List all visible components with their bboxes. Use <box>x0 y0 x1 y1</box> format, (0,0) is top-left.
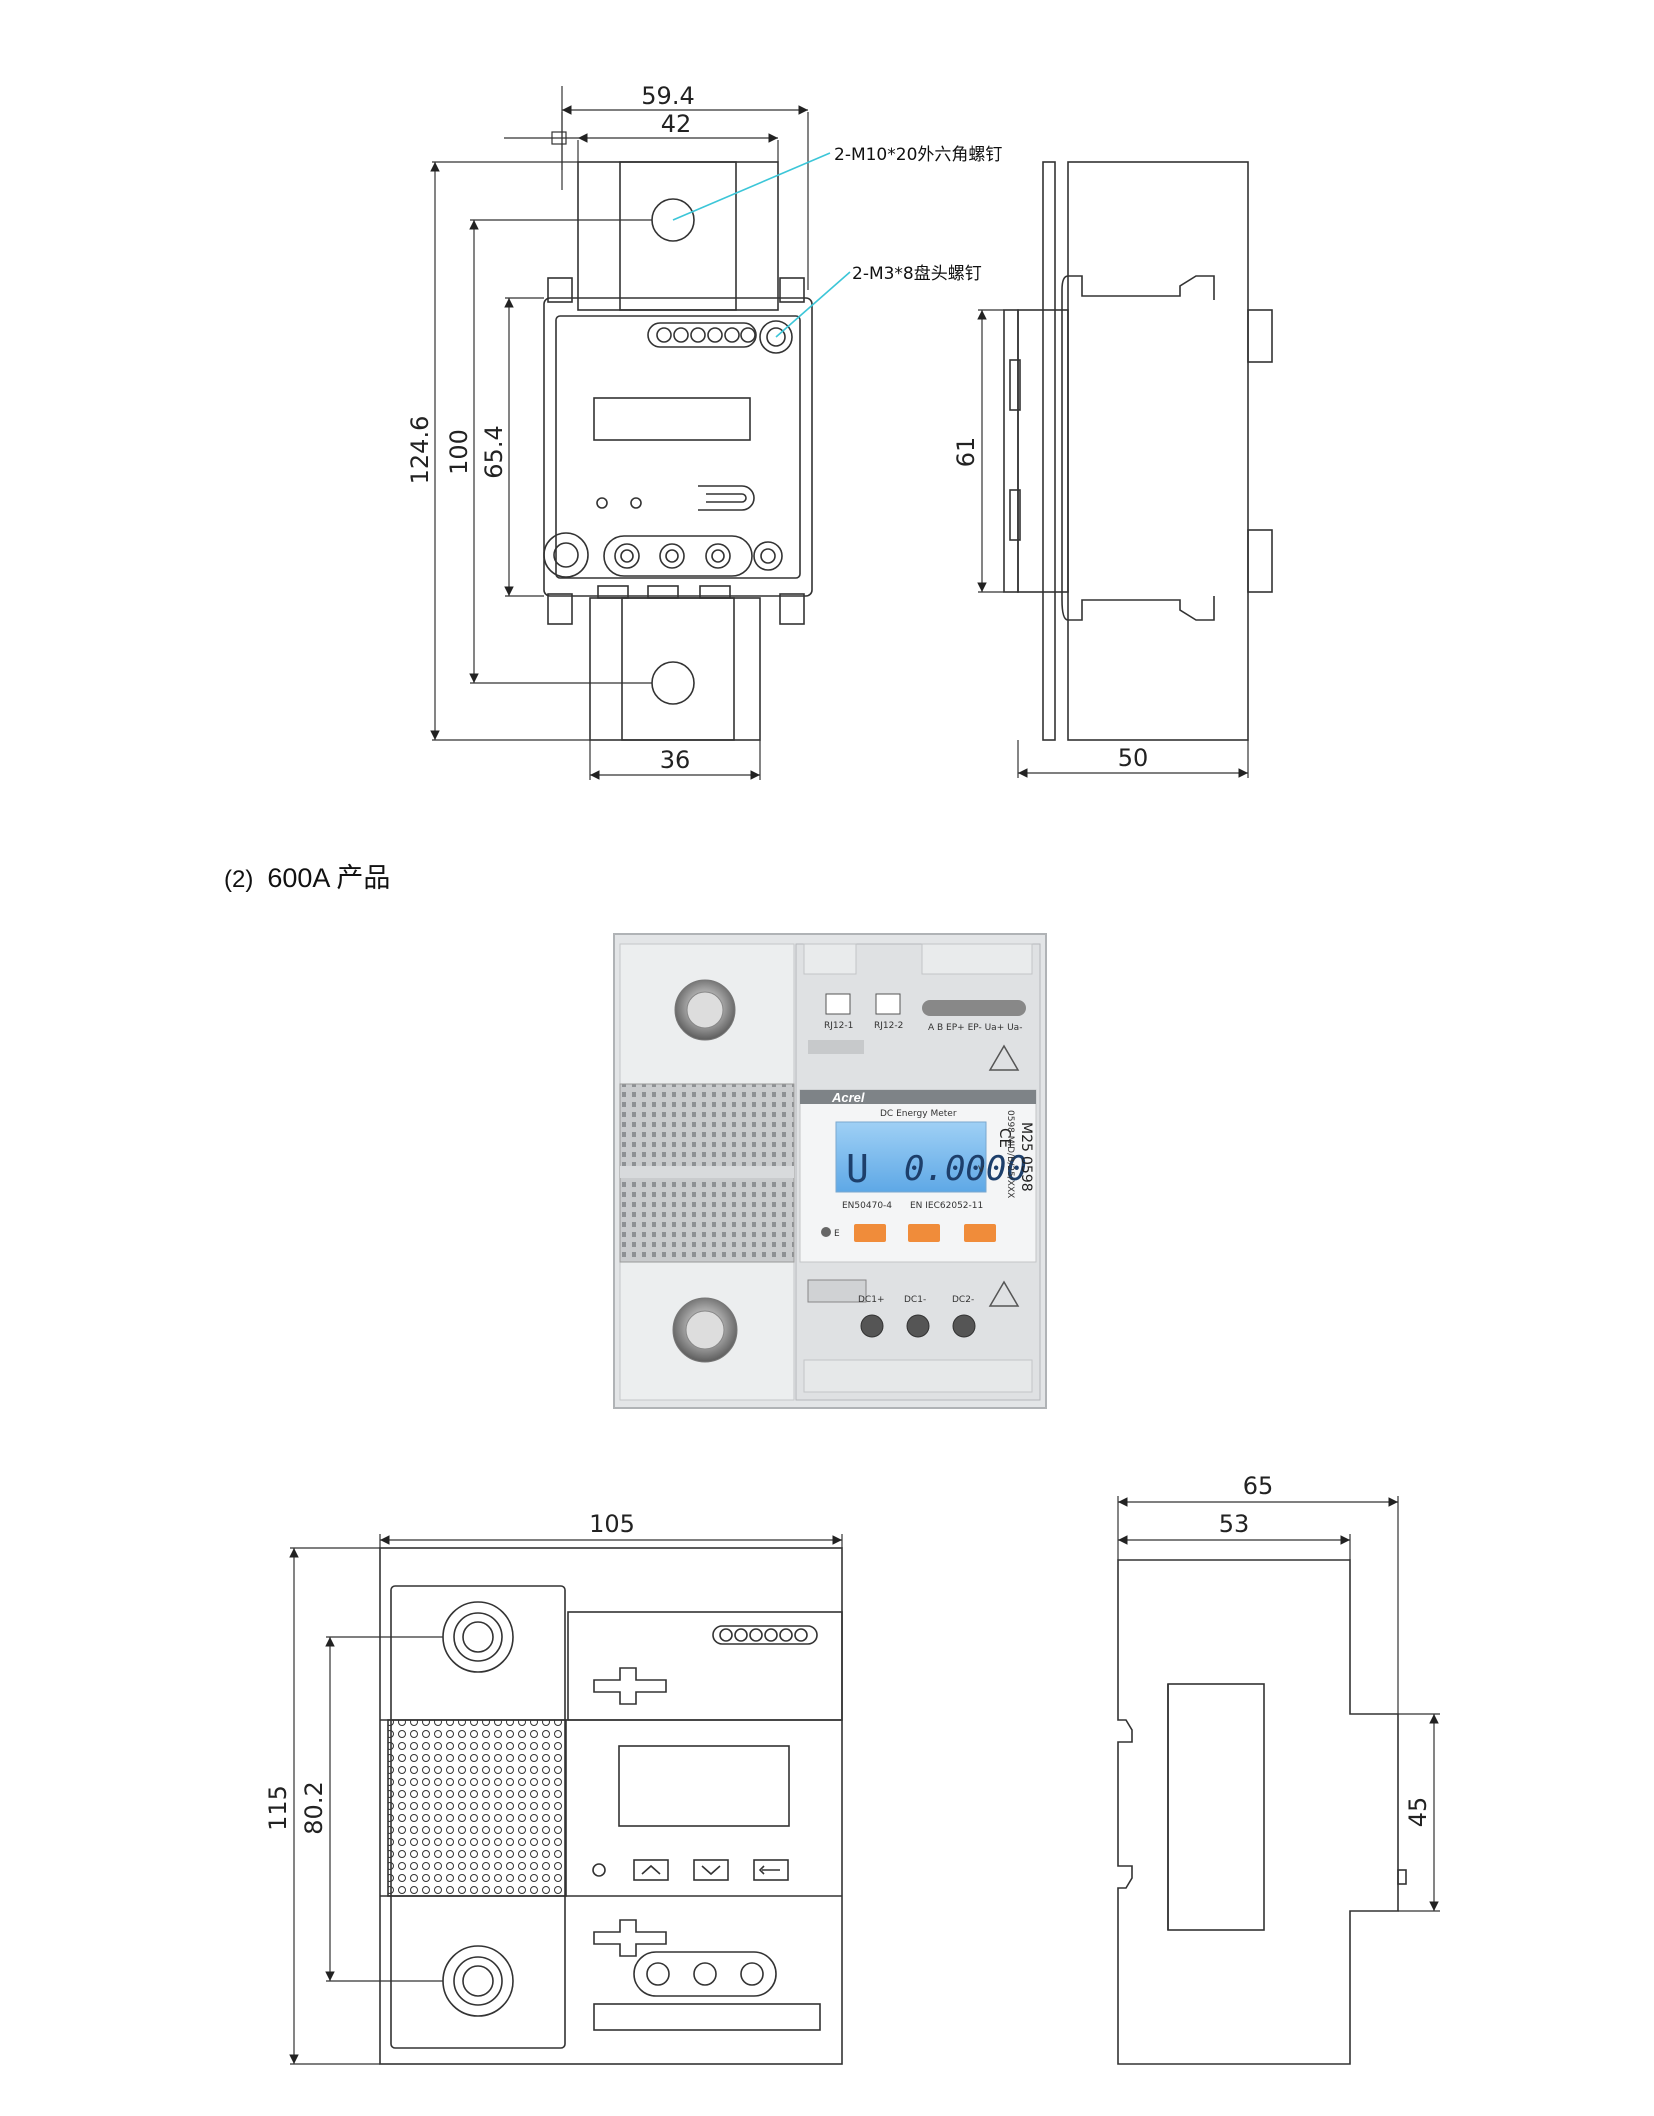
drawing1-side-view <box>1003 161 1273 741</box>
dim-width-total: 59.4 <box>641 82 694 110</box>
photo-display-unit: V <box>978 1165 985 1175</box>
photo-product: DC Energy Meter <box>880 1109 957 1119</box>
photo-terminal2: DC1- <box>904 1295 926 1305</box>
dim-height-total: 124.6 <box>406 416 434 485</box>
section-caption: (2) 600A 产品 <box>224 856 390 895</box>
photo-enter-button <box>964 1224 996 1242</box>
dim2-height: 115 <box>264 1785 292 1831</box>
photo-led-labels: A B EP+ EP- Ua+ Ua- <box>928 1023 1022 1033</box>
dim-side-height: 61 <box>952 437 980 468</box>
drawing1-front-view <box>543 161 813 741</box>
photo-port1: RJ12-1 <box>824 1021 853 1031</box>
section-title: 600A 产品 <box>267 863 391 893</box>
drawing1-side-dim-lines <box>977 309 1249 778</box>
dim2-hole-spacing: 80.2 <box>300 1781 328 1834</box>
photo-led-e: E <box>834 1229 840 1239</box>
dim2-depth-inner: 53 <box>1219 1510 1250 1538</box>
section-number: (2) <box>224 866 254 893</box>
photo-display-value: 0.0000 <box>904 1149 1027 1189</box>
photo-terminal3: DC2- <box>952 1295 974 1305</box>
drawing2-front-view <box>379 1547 843 2065</box>
callout-pan-screw: 2-M3*8盘头螺钉 <box>852 264 982 284</box>
product-photo: RJ12-1 RJ12-2 A B EP+ EP- Ua+ Ua- Acrel … <box>613 933 1047 1409</box>
photo-terminal1: DC1+ <box>858 1295 884 1305</box>
photo-brand: Acrel <box>831 1090 865 1105</box>
drawing1-callout-lines <box>672 152 851 338</box>
callout-hex-bolt: 2-M10*20外六角螺钉 <box>834 145 1002 165</box>
dim2-rail: 45 <box>1404 1797 1432 1828</box>
dim-side-depth: 50 <box>1118 744 1149 772</box>
photo-port2: RJ12-2 <box>874 1021 903 1031</box>
photo-cert3: 0598 MID/B/25/XXX <box>1005 1110 1015 1198</box>
photo-cert1: M25 <box>1018 1122 1034 1152</box>
dim2-width: 105 <box>589 1510 635 1538</box>
photo-std1: EN50470-4 <box>842 1201 892 1211</box>
dim-height-holes: 100 <box>445 429 473 475</box>
drawing2-dim-lines <box>289 1534 843 2065</box>
drawing2-side-view <box>1117 1559 1407 2065</box>
photo-std2: EN IEC62052-11 <box>910 1201 983 1211</box>
drawing1-dim-lines <box>430 86 809 780</box>
dim-width-inner: 42 <box>661 110 692 138</box>
dim-height-body: 65.4 <box>480 425 508 478</box>
photo-down-button <box>908 1224 940 1242</box>
drawing2-side-dim-lines <box>1117 1496 1440 1912</box>
photo-ce: CE <box>996 1128 1014 1148</box>
photo-cert2: 0598 <box>1018 1156 1034 1192</box>
dim-bottom-width: 36 <box>660 746 691 774</box>
photo-up-button <box>854 1224 886 1242</box>
dim2-depth-total: 65 <box>1243 1472 1274 1500</box>
photo-display-mode: U <box>846 1147 869 1191</box>
